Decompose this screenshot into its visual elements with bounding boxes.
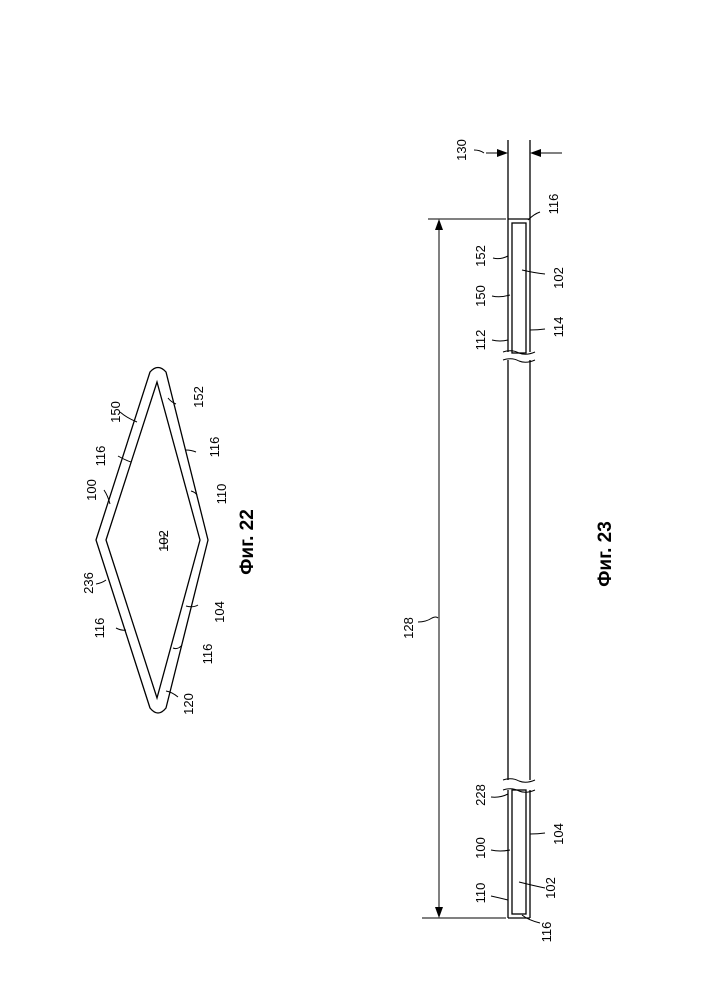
dim-128-arrow-top [435,219,443,230]
figure-23: 130 116 152 102 150 112 114 128 228 100 … [401,139,616,942]
fig22-label-116-bottom: 116 [200,644,215,665]
fig22-label-104: 104 [212,601,227,623]
fig22-caption: Фиг. 22 [237,509,258,575]
fig23-label-112: 112 [473,330,488,351]
fig22-label-116-right: 116 [207,437,222,458]
fig23-label-228: 228 [473,784,488,806]
bottom-inner-core [512,790,526,914]
fig23-label-114: 114 [551,317,566,338]
fig23-label-102-bottom: 102 [543,877,558,899]
figure-22: 150 116 100 236 116 120 116 104 110 116 … [81,368,258,715]
top-inner-core [512,223,526,353]
fig23-label-152: 152 [473,245,488,267]
inner-core-outline [106,382,200,698]
fig23-label-116-bottom: 116 [539,922,554,943]
fig22-label-150: 150 [108,401,123,423]
fig22-label-152: 152 [191,386,206,408]
fig23-label-100: 100 [473,837,488,859]
fig23-label-104: 104 [551,823,566,845]
dim-130-arrow-left [497,149,508,157]
fig23-caption: Фиг. 23 [595,521,616,587]
fig23-label-130: 130 [454,139,469,161]
fig22-label-120: 120 [181,693,196,715]
fig22-label-116-top: 116 [93,446,108,467]
fig22-label-100: 100 [84,479,99,501]
fig22-label-236: 236 [81,572,96,594]
dim-130-arrow-right [530,149,541,157]
fig23-label-110: 110 [473,883,488,904]
dim-128-leader [418,617,438,622]
fig22-label-102: 102 [156,530,171,552]
fig22-label-116-left: 116 [92,618,107,639]
fig22-label-110: 110 [214,484,229,505]
fig23-label-128: 128 [401,617,416,639]
fig23-label-102-top: 102 [551,267,566,289]
fig23-label-116-top: 116 [546,194,561,215]
fig23-label-150: 150 [473,285,488,307]
dim-128-arrow-bottom [435,907,443,918]
